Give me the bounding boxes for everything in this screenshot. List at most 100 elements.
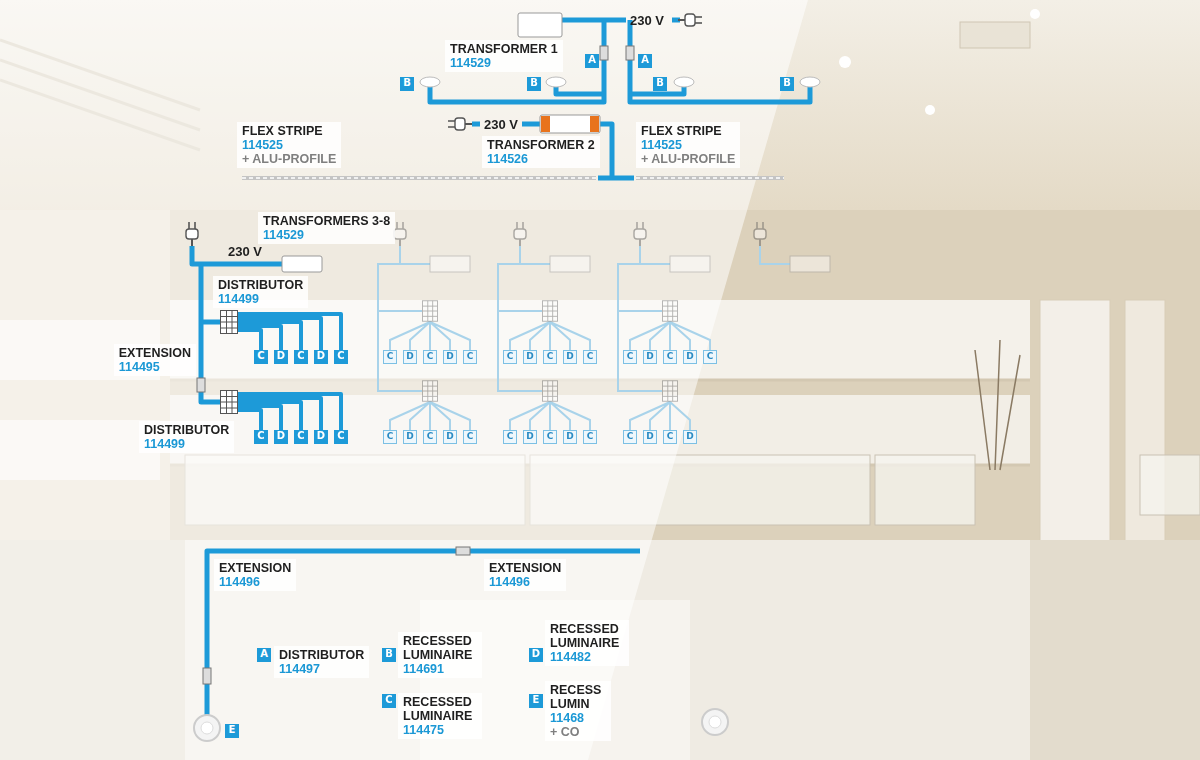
connector-icon: [626, 46, 634, 60]
callout-letter: C: [463, 350, 477, 364]
glass-counter: [875, 455, 975, 525]
wall-niche: [1125, 300, 1165, 560]
transformer-icon: [670, 256, 710, 272]
part-name: FLEX STRIPE: [242, 124, 336, 138]
callout-letter: D: [403, 350, 417, 364]
callout-letter: E: [225, 724, 239, 738]
connector-icon: [456, 547, 470, 555]
transformer-cap: [541, 116, 550, 132]
ceiling-spot: [839, 56, 851, 68]
callout-letter: D: [683, 430, 697, 444]
flex-stripe-leds: [242, 177, 784, 179]
part-name: EXTENSION: [119, 346, 191, 360]
transformer-cap: [590, 116, 599, 132]
callout-letter: C: [383, 430, 397, 444]
luminaire-icon: [420, 77, 440, 87]
voltage-label: 230 V: [228, 244, 262, 259]
luminaire-icon: [546, 77, 566, 87]
part-name: RECESSED LUMINAIRE: [550, 622, 624, 650]
power-cable: [562, 18, 626, 23]
distributor-icon: [422, 381, 437, 401]
callout-letter: D: [563, 430, 577, 444]
ceiling-vent: [960, 22, 1030, 48]
callout-letter: D: [274, 350, 288, 364]
transformer-icon: [550, 256, 590, 272]
callout-letter: B: [653, 77, 667, 91]
label-box: RECESSED LUMINAIRE114691: [398, 632, 482, 678]
callout-letter: D: [643, 350, 657, 364]
ceiling-spot: [1030, 9, 1040, 19]
callout-letter: C: [543, 350, 557, 364]
callout-letter: C: [663, 350, 677, 364]
label-box: FLEX STRIPE114525+ ALU-PROFILE: [636, 122, 740, 168]
callout-letter: C: [334, 350, 348, 364]
callout-letter: C: [334, 430, 348, 444]
transformer-icon: [430, 256, 470, 272]
callout-letter: D: [563, 350, 577, 364]
part-number: 114525: [641, 138, 735, 152]
faded-wire: [510, 322, 590, 350]
label-box: DISTRIBUTOR114497: [274, 646, 369, 678]
part-number: 114499: [144, 437, 229, 451]
transformer-icon: [790, 256, 830, 272]
part-number: 114496: [219, 575, 291, 589]
callout-letter: B: [382, 648, 396, 662]
callout-letter: C: [383, 350, 397, 364]
part-number: 114482: [550, 650, 624, 664]
callout-letter: C: [703, 350, 717, 364]
callout-letter: C: [294, 350, 308, 364]
callout-letter: E: [529, 694, 543, 708]
label-box: TRANSFORMERS 3-8114529: [258, 212, 395, 244]
callout-letter: C: [382, 694, 396, 708]
callout-letter: A: [257, 648, 271, 662]
label-box: FLEX STRIPE114525+ ALU-PROFILE: [237, 122, 341, 168]
callout-letter: D: [643, 430, 657, 444]
callout-letter: B: [780, 77, 794, 91]
part-name: TRANSFORMERS 3-8: [263, 214, 390, 228]
part-number: 114526: [487, 152, 595, 166]
ceiling-spot: [925, 105, 935, 115]
callout-letter: D: [314, 430, 328, 444]
luminaire-icon: [800, 77, 820, 87]
distributor-icon: [542, 381, 557, 401]
distributor-icon: [662, 301, 677, 321]
distributor-wiring: [238, 314, 341, 430]
part-number: 114529: [263, 228, 390, 242]
part-name: EXTENSION: [219, 561, 291, 575]
wire: [598, 124, 634, 178]
part-number: 114529: [450, 56, 558, 70]
part-name: DISTRIBUTOR: [218, 278, 303, 292]
wire: [238, 314, 341, 350]
flex-stripe: [242, 176, 784, 180]
part-name: TRANSFORMER 2: [487, 138, 595, 152]
label-box: DISTRIBUTOR114499: [213, 276, 308, 308]
faded-devices: [394, 222, 830, 401]
plug-icon: [678, 14, 702, 26]
callout-letter: A: [585, 54, 599, 68]
callout-letter: C: [423, 430, 437, 444]
wire: [630, 20, 810, 102]
extension-cable: [207, 551, 640, 716]
part-name: EXTENSION: [489, 561, 561, 575]
part-number: 114499: [218, 292, 303, 306]
callout-letter: D: [443, 430, 457, 444]
part-number: 114497: [279, 662, 364, 676]
part-note: + CO: [550, 725, 606, 739]
callout-letter: C: [583, 350, 597, 364]
label-box: RECESSED LUMINAIRE114482: [545, 620, 629, 666]
callout-letter: D: [314, 350, 328, 364]
callout-letter: C: [623, 430, 637, 444]
transformer-icon: [518, 13, 562, 37]
label-box: TRANSFORMER 1114529: [445, 40, 563, 72]
label-box: RECESSED LUMINAIRE114475: [398, 693, 482, 739]
callout-letter: C: [254, 350, 268, 364]
callout-letter: D: [683, 350, 697, 364]
part-note: + ALU-PROFILE: [641, 152, 735, 166]
luminaire-icon: [702, 709, 728, 735]
callout-letter: C: [623, 350, 637, 364]
label-box: EXTENSION114496: [484, 559, 566, 591]
distributor-icon: [221, 311, 238, 334]
callout-letter: D: [523, 430, 537, 444]
label-box: RECESS LUMIN11468+ CO: [545, 681, 611, 741]
connector-icon: [197, 378, 205, 392]
